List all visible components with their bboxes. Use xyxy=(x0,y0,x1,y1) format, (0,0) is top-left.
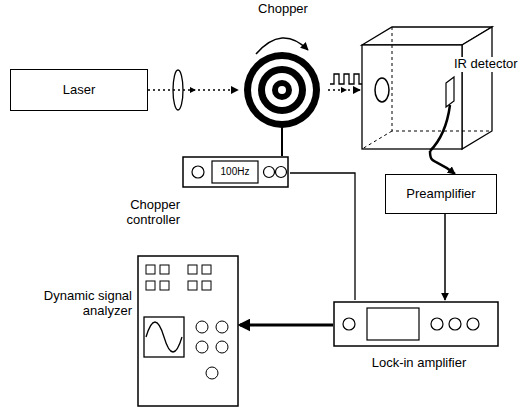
lock-in-amplifier-part-part xyxy=(449,318,461,330)
signal-wire xyxy=(444,214,446,300)
lock-in-amplifier-part-part xyxy=(467,318,479,330)
ir-detector-part-part xyxy=(446,77,454,107)
output-arrow xyxy=(240,324,333,327)
signal-analyzer-part-part xyxy=(144,317,184,357)
chopper-wheel-part-part xyxy=(251,59,313,121)
chopper-wheel: Chopper xyxy=(238,2,328,132)
signal-analyzer-part-part xyxy=(160,281,169,290)
signal-analyzer-part-part xyxy=(216,321,228,333)
signal-analyzer-part-part xyxy=(160,265,169,274)
lock-in-label: Lock-in amplifier xyxy=(333,356,505,371)
signal-analyzer: Dynamic signal analyzer xyxy=(28,255,240,407)
chopper-controller: Chopper controller 100Hz xyxy=(118,156,290,228)
controller-label: Chopper controller xyxy=(118,198,180,228)
chopper-controller-part-part xyxy=(183,157,288,187)
signal-analyzer-part-part xyxy=(146,322,182,352)
ir-detector-part-part xyxy=(375,78,389,102)
lock-in-amplifier-part-part xyxy=(367,308,419,340)
chopper-label: Chopper xyxy=(238,2,328,17)
signal-analyzer-part-part xyxy=(188,265,197,274)
signal-analyzer-part-part xyxy=(202,265,211,274)
signal-analyzer-part-part xyxy=(146,281,155,290)
lock-in-amplifier-part-part xyxy=(334,302,498,346)
analyzer-label: Dynamic signal analyzer xyxy=(28,289,132,319)
signal-analyzer-part-part xyxy=(188,281,197,290)
signal-analyzer-part-part xyxy=(202,281,211,290)
detector-cable xyxy=(430,151,455,174)
signal-analyzer-part-part xyxy=(206,367,218,379)
signal-analyzer-part-part xyxy=(196,321,208,333)
laser-label: Laser xyxy=(63,83,96,98)
reference-wire xyxy=(290,173,355,300)
laser-beam xyxy=(148,89,238,90)
lock-in-amplifier-part-part xyxy=(431,318,443,330)
lock-in-amplifier: Lock-in amplifier xyxy=(333,300,505,390)
chopper-wheel-part-part xyxy=(278,86,286,94)
laser-box: Laser xyxy=(10,69,148,111)
signal-analyzer-part-part xyxy=(216,341,228,353)
frequency-readout: 100Hz xyxy=(212,161,258,183)
chopper-controller-part-part xyxy=(264,167,275,178)
chopper-wheel-part-part xyxy=(265,73,299,107)
lock-in-amplifier-part xyxy=(333,300,505,390)
chopper-wheel-part-part xyxy=(258,66,306,114)
signal-analyzer-part-part xyxy=(146,265,155,274)
ir-detector-part-part xyxy=(430,105,450,151)
ir-detector-part-part xyxy=(362,27,492,149)
chopper-wheel-part-part xyxy=(244,52,320,128)
chopper-controller-part-part xyxy=(212,161,258,183)
ir-detector-part xyxy=(360,25,517,151)
preamplifier-box: Preamplifier xyxy=(385,174,497,214)
signal-analyzer-part-part xyxy=(196,341,208,353)
preamplifier-label: Preamplifier xyxy=(406,187,475,202)
chopper-controller-part-part xyxy=(276,167,287,178)
chopper-cable xyxy=(281,132,283,156)
chopper-wheel-part-part xyxy=(272,80,292,100)
signal-analyzer-part xyxy=(28,255,240,407)
pulse-wave xyxy=(330,74,362,84)
lock-in-amplifier-part-part xyxy=(343,318,355,330)
chopped-beam xyxy=(328,89,360,90)
chopper-controller-part-part xyxy=(192,166,204,178)
detector-label: IR detector xyxy=(452,57,520,72)
signal-analyzer-part-part xyxy=(138,256,238,406)
ir-detector: IR detector xyxy=(360,25,517,151)
chopper-wheel-part-part xyxy=(256,38,308,54)
chopper-wheel-part xyxy=(238,2,328,132)
ir-detector-part-part xyxy=(362,45,462,149)
